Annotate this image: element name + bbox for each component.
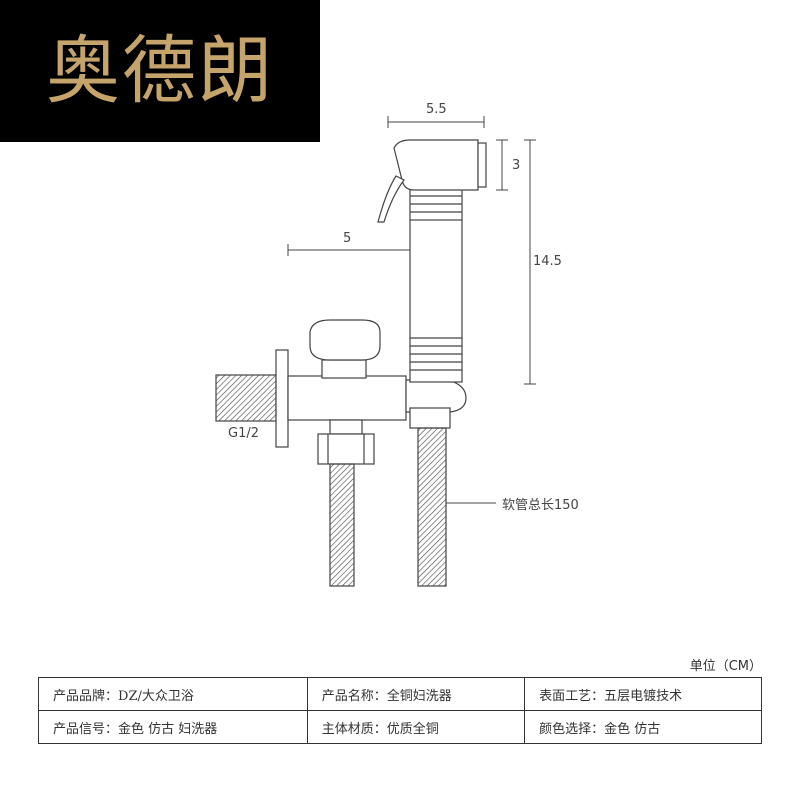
sprayer-head (393, 139, 479, 191)
head-height-label: 3 (512, 158, 521, 173)
spec-value: DZ/大众卫浴 (118, 688, 194, 704)
left-hose (329, 463, 355, 587)
valve-handle (309, 319, 381, 361)
spec-cell: 产品信号：金色 仿古 妇洗器 (38, 710, 308, 744)
right-hose (417, 427, 447, 587)
wall-pipe-section (215, 374, 277, 422)
spec-value: 优质全铜 (386, 721, 439, 737)
spec-label: 主体材质： (321, 721, 387, 737)
head-width-label: 5.5 (426, 102, 447, 117)
bottom-nut (317, 433, 375, 465)
unit-label: 单位（CM） (689, 659, 762, 674)
spec-value: 金色 仿古 (604, 721, 661, 737)
spec-cell: 表面工艺：五层电镀技术 (524, 677, 762, 711)
holder-nut (409, 407, 451, 429)
product-drawing (215, 116, 536, 587)
spec-cell: 主体材质：优质全铜 (306, 710, 526, 744)
holder-bracket (405, 379, 467, 413)
table-row: 产品信号：金色 仿古 妇洗器 主体材质：优质全铜 颜色选择：金色 仿古 (38, 710, 762, 744)
spec-cell: 产品名称：全铜妇洗器 (306, 677, 526, 711)
brand-logo: 奥德朗 (0, 0, 320, 142)
spec-value: 金色 仿古 妇洗器 (118, 721, 218, 737)
spec-cell: 产品品牌：DZ/大众卫浴 (38, 677, 308, 711)
spec-table: 产品品牌：DZ/大众卫浴 产品名称：全铜妇洗器 表面工艺：五层电镀技术 产品信号… (38, 677, 762, 744)
bottom-outlet (329, 419, 363, 435)
spec-label: 产品名称： (321, 688, 387, 704)
sprayer-nozzle (477, 142, 487, 188)
table-row: 产品品牌：DZ/大众卫浴 产品名称：全铜妇洗器 表面工艺：五层电镀技术 (38, 677, 762, 711)
reach-label: 5 (343, 231, 352, 246)
total-height-label: 14.5 (533, 254, 562, 269)
hose-length-label: 软管总长150 (502, 498, 579, 513)
spec-value: 全铜妇洗器 (386, 688, 452, 704)
spec-label: 表面工艺： (539, 688, 605, 704)
spec-label: 颜色选择： (539, 721, 605, 737)
brand-name: 奥德朗 (46, 28, 274, 114)
spec-label: 产品品牌： (53, 688, 119, 704)
trigger-lever (377, 175, 405, 223)
wall-flange (275, 349, 289, 448)
valve-body (287, 375, 407, 421)
spec-cell: 颜色选择：金色 仿古 (524, 710, 762, 744)
spec-value: 五层电镀技术 (604, 688, 683, 704)
thread-label: G1/2 (228, 426, 259, 441)
valve-stem (321, 359, 367, 379)
sprayer-handle (409, 219, 463, 383)
spec-label: 产品信号： (53, 721, 119, 737)
